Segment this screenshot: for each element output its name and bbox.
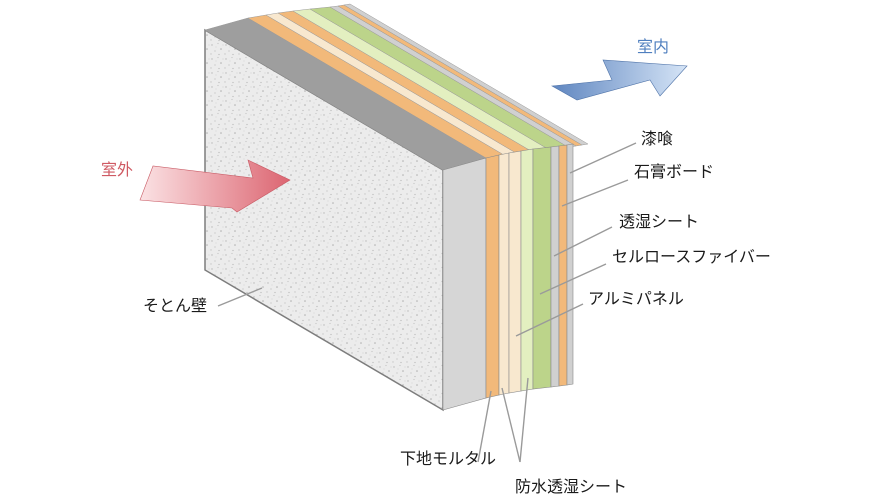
leader-lines: [217, 142, 637, 463]
leader-sotonkabe: [217, 287, 263, 307]
top-plaster-layer: [343, 3, 589, 146]
sekko-board-label: 石膏ボード: [634, 162, 715, 181]
waterproof-moisture-sheet-label: 防水透湿シート: [515, 477, 628, 496]
side-waterproof-sheet: [498, 152, 510, 396]
side-stucco: [442, 157, 487, 411]
leader-shikkui: [569, 142, 637, 174]
leader-sekko: [561, 179, 629, 207]
shikkui-label: 漆喰: [641, 129, 674, 148]
sotonkabe-label: そとん壁: [143, 296, 208, 315]
side-aluminum-panel: [520, 148, 534, 392]
indoor-label: 室内: [637, 37, 670, 56]
side-moisture-sheet: [550, 145, 560, 388]
top-face-layers: [204, 3, 589, 171]
tossitsu-sheet-label: 透湿シート: [619, 212, 700, 231]
leader-bousui-1: [501, 387, 521, 463]
side-waterproof-sheet-2: [508, 150, 522, 394]
leader-bousui-2: [519, 377, 529, 463]
leader-aluminum: [515, 303, 584, 337]
side-cellulose-fiber: [532, 146, 552, 390]
leader-shitaji: [477, 390, 492, 463]
leader-tossitsu: [553, 226, 613, 257]
outdoor-label: 室外: [101, 160, 134, 179]
shitaji-mortar-label: 下地モルタル: [400, 449, 497, 468]
aluminum-panel-label: アルミパネル: [588, 289, 684, 308]
indoor-arrow: [551, 59, 688, 101]
side-plaster: [566, 143, 574, 386]
outdoor-arrow: [139, 159, 291, 213]
side-face-layers: [442, 143, 574, 411]
leader-cellulose: [539, 263, 607, 295]
side-gypsum-board: [558, 144, 568, 387]
cellulose-fiber-label: セルロースファイバー: [612, 247, 771, 266]
side-shitaji-mortar: [485, 154, 500, 399]
